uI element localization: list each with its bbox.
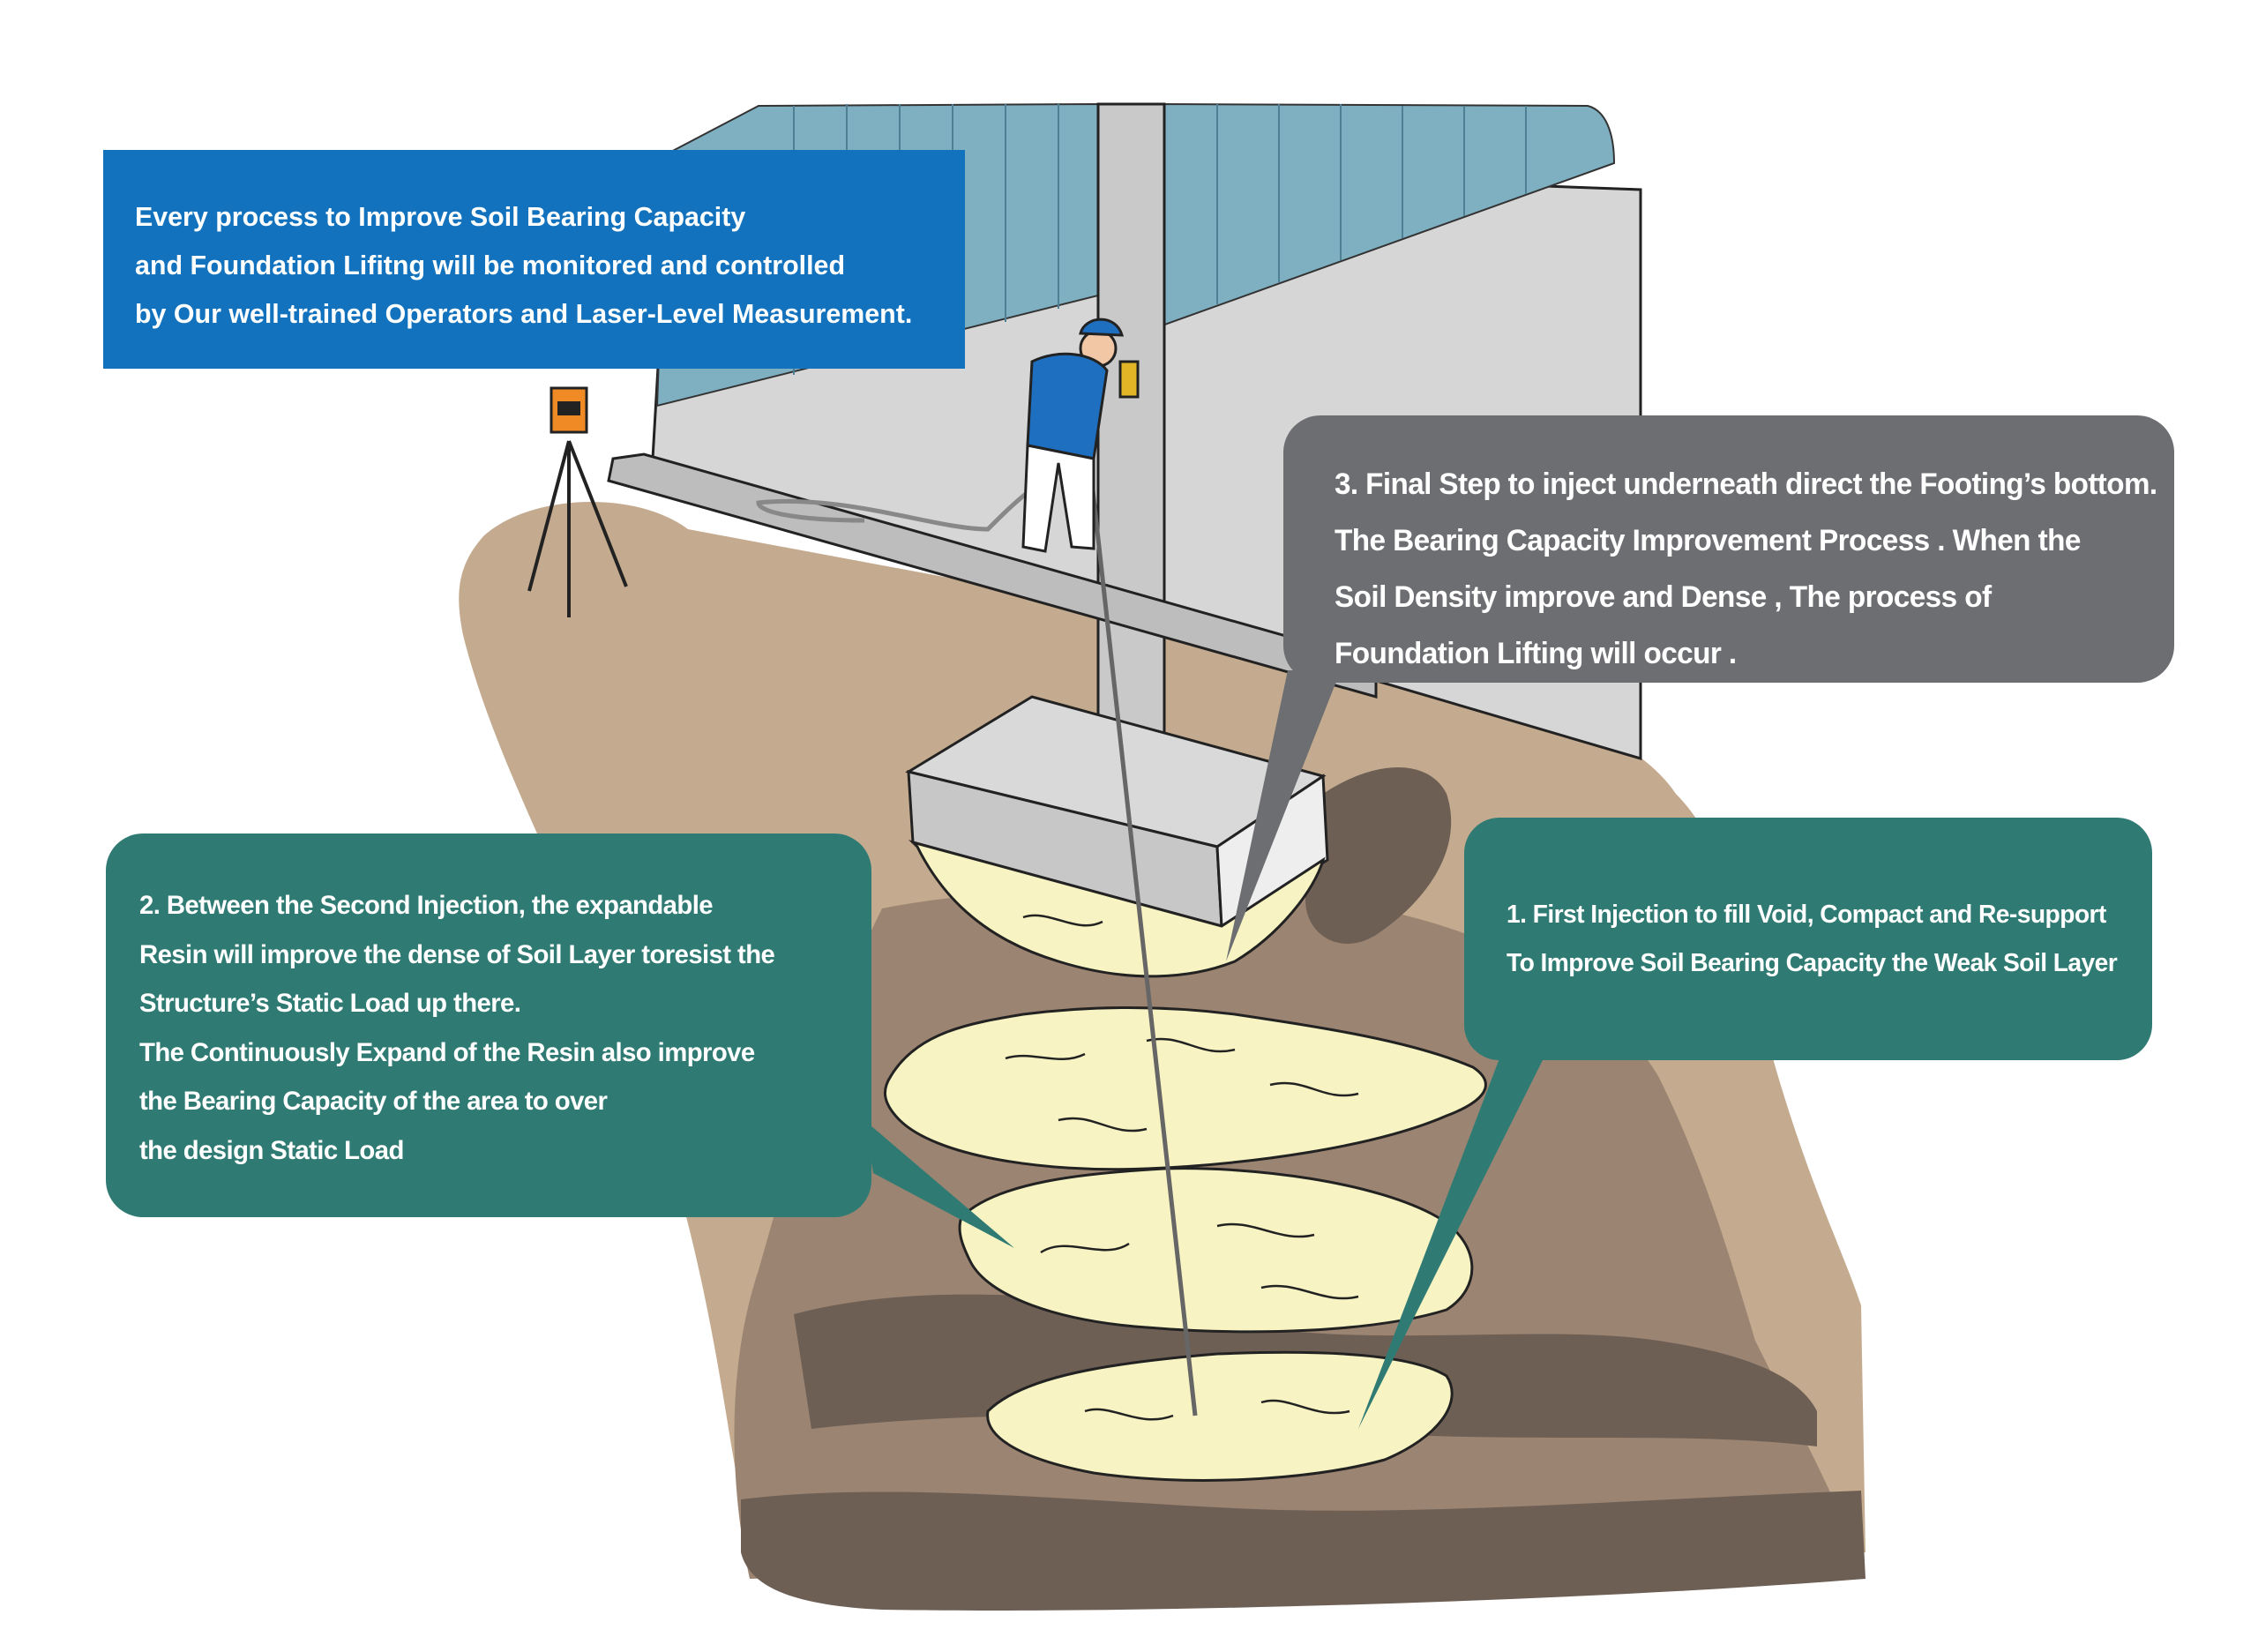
soil-layer-dark-bottom: [741, 1491, 1865, 1611]
step2-line-5: the Bearing Capacity of the area to over: [139, 1087, 608, 1116]
step3-pointer: [1226, 670, 1341, 961]
resin-lenses: [883, 840, 1487, 1482]
step1-pointer: [1358, 1058, 1544, 1429]
structural-column: [1096, 102, 1166, 794]
resin-under-footing: [908, 840, 1326, 978]
resin-lens-2: [883, 1006, 1487, 1171]
step3-line-3: Soil Density improve and Dense , The pro…: [1335, 580, 1992, 614]
wall-cladding-right: [1159, 102, 1616, 328]
soil-shadow-right: [1305, 767, 1452, 945]
step2-line-3: Structure’s Static Load up there.: [139, 989, 521, 1018]
intro-callout: Every process to Improve Soil Bearing Ca…: [103, 150, 965, 369]
step2-pointer: [864, 1120, 1014, 1248]
intro-line-3: by Our well-trained Operators and Laser-…: [135, 298, 913, 329]
resin-lens-3: [958, 1167, 1474, 1334]
step2-line-1: 2. Between the Second Injection, the exp…: [139, 891, 714, 920]
resin-texture: [1005, 914, 1359, 1421]
intro-line-2: and Foundation Lifitng will be monitored…: [135, 250, 846, 280]
step1-line-1: 1. First Injection to fill Void, Compact…: [1507, 901, 2106, 929]
step3-line-1: 3. Final Step to inject underneath direc…: [1335, 467, 2157, 501]
injection-lance: [1087, 458, 1198, 1417]
step1-line-2: To Improve Soil Bearing Capacity the Wea…: [1507, 949, 2118, 977]
intro-line-1: Every process to Improve Soil Bearing Ca…: [135, 201, 746, 232]
step3-callout: 3. Final Step to inject underneath direc…: [1283, 415, 2174, 683]
operator-figure: [1021, 318, 1140, 553]
step2-line-6: the design Static Load: [139, 1135, 404, 1165]
step1-callout: 1. First Injection to fill Void, Compact…: [1464, 818, 2152, 1060]
injection-hose: [756, 460, 1081, 532]
step2-callout: 2. Between the Second Injection, the exp…: [106, 833, 871, 1217]
step2-line-2: Resin will improve the dense of Soil Lay…: [139, 939, 775, 969]
step3-line-4: Foundation Lifting will occur .: [1335, 637, 1737, 670]
step2-line-4: The Continuously Expand of the Resin als…: [139, 1037, 755, 1067]
resin-lens-4: [986, 1350, 1454, 1482]
step3-line-2: The Bearing Capacity Improvement Process…: [1335, 524, 2081, 557]
laser-level-tripod: [527, 386, 628, 617]
